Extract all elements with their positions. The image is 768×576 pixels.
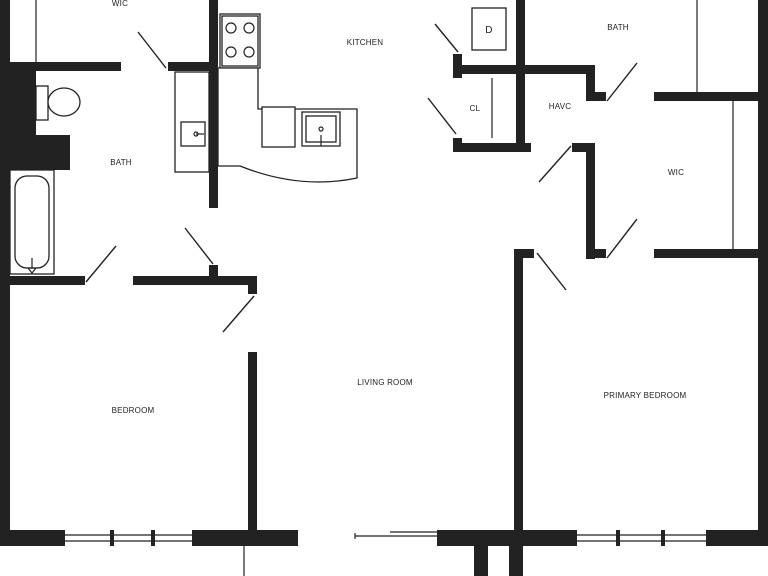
bath-vanity-sink-icon: [174, 71, 210, 173]
door-cl: [427, 97, 457, 135]
door-dryer: [434, 23, 459, 53]
bathtub-icon: [9, 169, 55, 275]
door-primary: [536, 252, 567, 291]
doors: [85, 23, 638, 333]
room-label-wic-top: WIC: [112, 0, 128, 8]
kitchen-left-wall: [209, 0, 218, 208]
room-label-primary-bedroom: PRIMARY BEDROOM: [604, 391, 687, 400]
room-label-bedroom: BEDROOM: [112, 406, 155, 415]
room-label-bath-left: BATH: [110, 158, 132, 167]
room-label-bath-top: BATH: [607, 23, 629, 32]
door-bedroom: [222, 295, 255, 333]
stove-icon: [219, 13, 261, 69]
room-label-cl: CL: [470, 104, 481, 113]
door-bath-top: [606, 62, 638, 102]
partitions: [35, 0, 734, 576]
dryer-icon: D: [471, 7, 507, 51]
kitchen-island-icon: [217, 67, 358, 183]
room-label-havc: HAVC: [549, 102, 571, 111]
door-wic-right: [606, 218, 638, 259]
room-label-wic-right: WIC: [668, 168, 684, 177]
door-bath-tub: [85, 245, 117, 283]
room-label-kitchen: KITCHEN: [347, 38, 384, 47]
toilet-icon: [35, 85, 81, 121]
room-labels: WIC KITCHEN BATH CL HAVC BATH WIC LIVING…: [110, 0, 686, 415]
door-wic-top: [137, 31, 167, 69]
door-havc: [538, 145, 572, 183]
dryer-label: D: [485, 25, 492, 36]
bath-chase-wall: [10, 62, 36, 170]
room-label-living: LIVING ROOM: [357, 378, 413, 387]
door-bath: [184, 227, 214, 265]
